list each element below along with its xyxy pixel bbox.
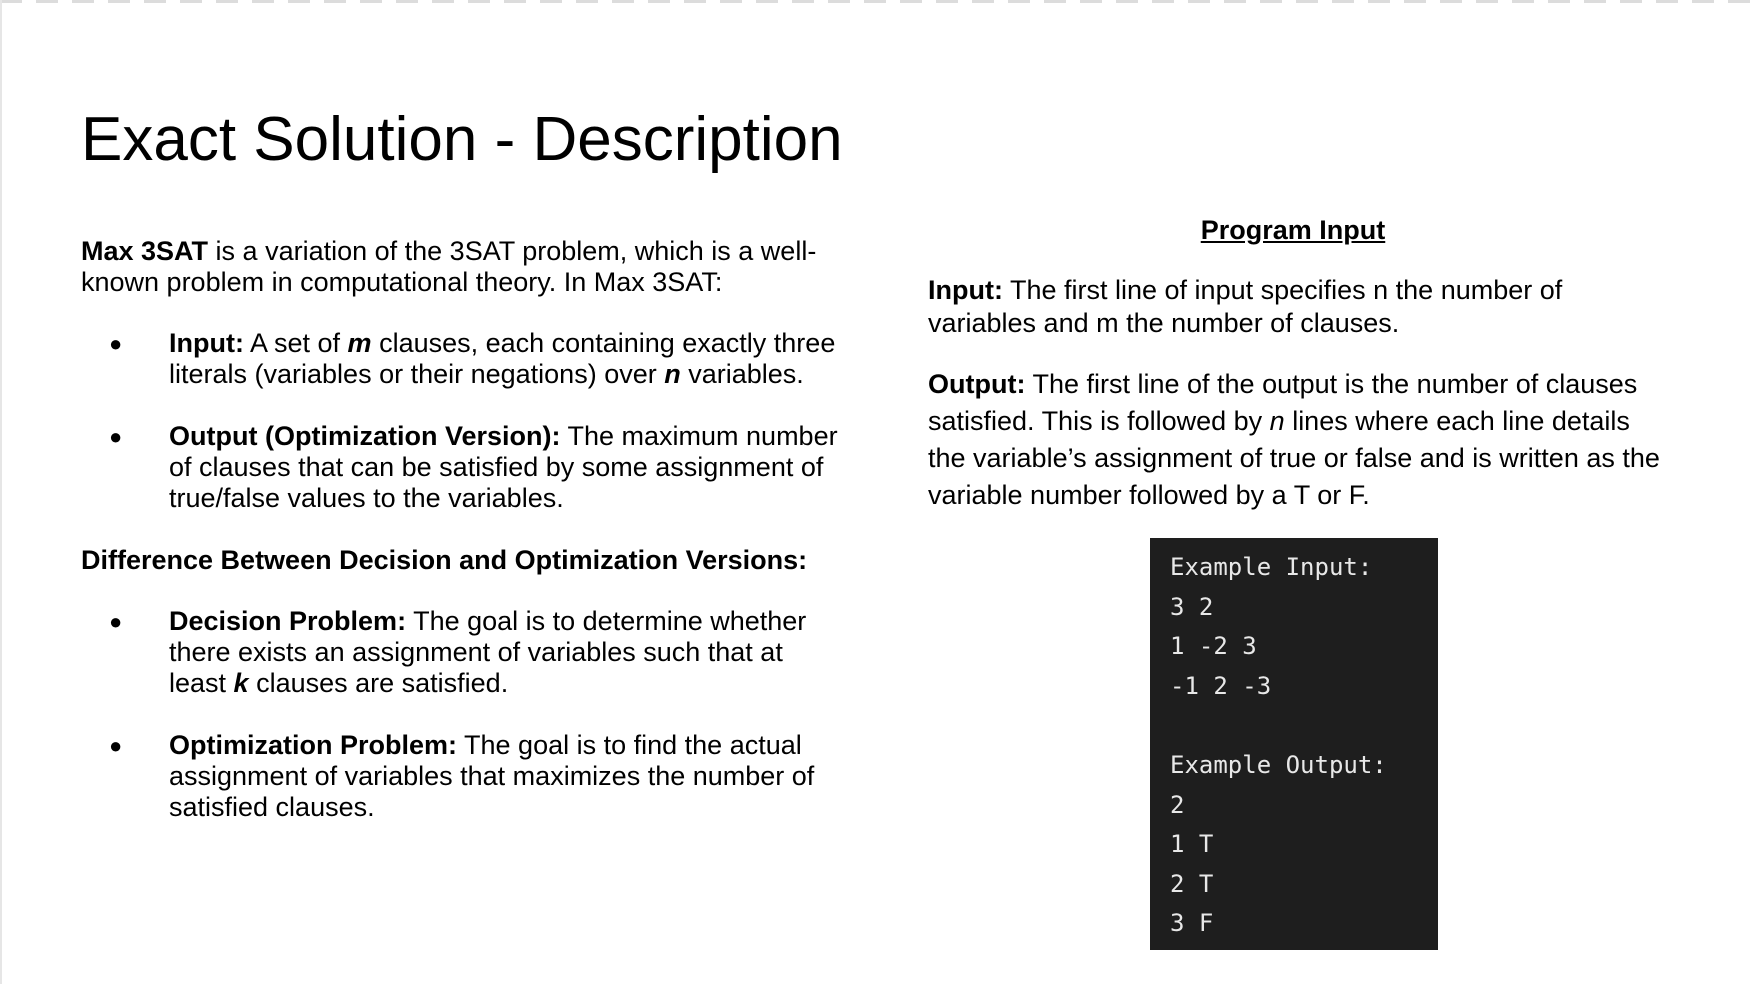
variable-n: n — [1269, 406, 1285, 436]
code-line: 3 F — [1170, 909, 1214, 938]
variable-m: m — [347, 328, 372, 358]
input-text: The first line of input specifies n the … — [928, 275, 1563, 338]
slide-title: Exact Solution - Description — [81, 105, 843, 174]
list-item-input: ● Input: A set of m clauses, each contai… — [81, 328, 841, 390]
output-text: The first line of the output is the numb… — [928, 369, 1638, 436]
intro-paragraph: Max 3SAT is a variation of the 3SAT prob… — [81, 236, 841, 298]
difference-list: ● Decision Problem: The goal is to deter… — [81, 606, 841, 823]
left-column: Max 3SAT is a variation of the 3SAT prob… — [81, 236, 841, 854]
variable-n: n — [664, 359, 681, 389]
input-description: Input: The first line of input specifies… — [928, 274, 1668, 340]
code-line: 2 — [1170, 790, 1185, 819]
output-label: Output: — [928, 369, 1026, 399]
output-description: Output: The first line of the output is … — [928, 366, 1668, 514]
code-line: 1 T — [1170, 830, 1214, 859]
program-input-heading: Program Input — [1200, 215, 1386, 245]
bullet-label: Decision Problem: — [169, 606, 407, 636]
intro-term: Max 3SAT — [81, 236, 209, 266]
bullet-text: clauses, each containing exactly three l… — [169, 328, 836, 389]
bullet-text: A set of — [243, 328, 348, 358]
bullet-text: clauses are satisfied. — [248, 668, 509, 698]
intro-text: is a variation of the 3SAT problem, whic… — [81, 236, 817, 297]
top-dashed-border — [0, 0, 1758, 3]
bullet-icon: ● — [109, 609, 123, 634]
bullet-icon: ● — [109, 331, 123, 356]
code-line: Example Input: — [1170, 553, 1373, 581]
list-item-decision: ● Decision Problem: The goal is to deter… — [81, 606, 841, 699]
code-line: -1 2 -3 — [1170, 671, 1272, 700]
bullet-label: Input: — [169, 328, 244, 358]
bullet-text: variables. — [680, 359, 804, 389]
code-line: 3 2 — [1170, 592, 1214, 621]
code-line: 2 T — [1170, 869, 1214, 898]
bullet-text: The goal is to determine whether there e… — [169, 606, 807, 698]
definition-list: ● Input: A set of m clauses, each contai… — [81, 328, 841, 514]
example-code-block: Example Input: 3 2 1 -2 3 -1 2 -3 Exampl… — [1150, 538, 1438, 950]
input-label: Input: — [928, 275, 1003, 305]
bullet-label: Optimization Problem: — [169, 730, 458, 760]
bullet-label: Output (Optimization Version): — [169, 421, 561, 451]
list-item-output: ● Output (Optimization Version): The max… — [81, 421, 841, 514]
list-item-optimization: ● Optimization Problem: The goal is to f… — [81, 730, 841, 823]
bullet-icon: ● — [109, 424, 123, 449]
variable-k: k — [233, 668, 249, 698]
section-subheading: Difference Between Decision and Optimiza… — [81, 545, 808, 575]
left-border — [0, 0, 2, 984]
code-line: Example Output: — [1170, 750, 1387, 779]
bullet-text: The maximum number of clauses that can b… — [169, 421, 838, 513]
bullet-text: The goal is to find the actual assignmen… — [169, 730, 815, 822]
code-line — [1170, 706, 1438, 746]
output-text: lines where each line details the variab… — [928, 406, 1660, 510]
code-line: 1 -2 3 — [1170, 632, 1257, 661]
bullet-icon: ● — [109, 733, 123, 758]
right-column: Program Input Input: The first line of i… — [928, 212, 1668, 514]
